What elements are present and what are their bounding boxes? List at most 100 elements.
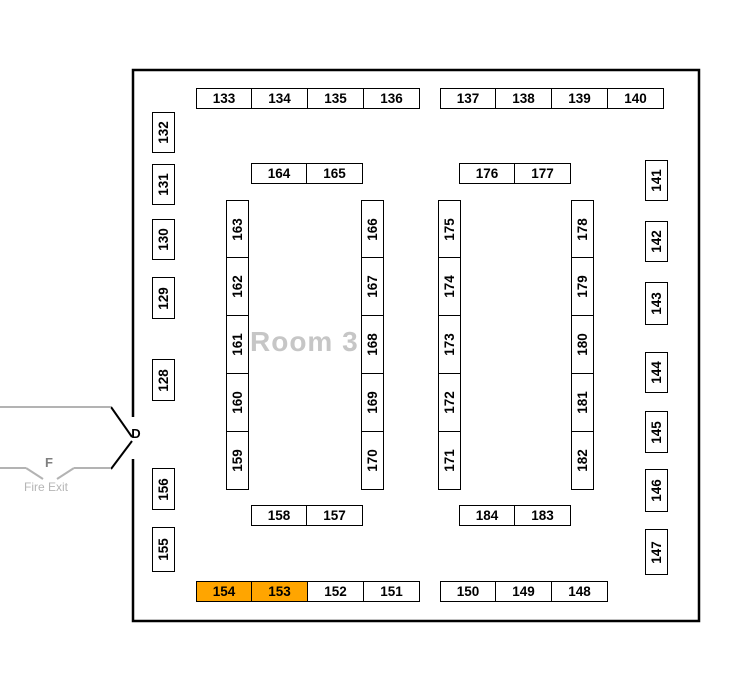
booth-label: 170 — [365, 449, 380, 472]
booth-173[interactable]: 173 — [438, 316, 461, 374]
booth-172[interactable]: 172 — [438, 374, 461, 432]
booth-140[interactable]: 140 — [608, 88, 664, 109]
booth-label: 131 — [156, 173, 171, 196]
booth-177[interactable]: 177 — [515, 163, 571, 184]
booth-135[interactable]: 135 — [308, 88, 364, 109]
booth-149[interactable]: 149 — [496, 581, 552, 602]
booth-label: 129 — [156, 286, 171, 310]
booth-161[interactable]: 161 — [226, 316, 249, 374]
booth-163[interactable]: 163 — [226, 200, 249, 258]
booth-141[interactable]: 141 — [645, 160, 668, 201]
booth-182[interactable]: 182 — [571, 432, 594, 490]
booth-label: 143 — [649, 292, 664, 315]
booth-label: 180 — [575, 333, 590, 356]
booth-label: 132 — [156, 121, 171, 144]
booth-165[interactable]: 165 — [307, 163, 363, 184]
booth-label: 178 — [575, 217, 590, 241]
booth-133[interactable]: 133 — [196, 88, 252, 109]
booth-159[interactable]: 159 — [226, 432, 249, 490]
booth-179[interactable]: 179 — [571, 258, 594, 316]
booth-147[interactable]: 147 — [645, 529, 668, 575]
booth-155[interactable]: 155 — [152, 527, 175, 572]
booth-164[interactable]: 164 — [251, 163, 307, 184]
booth-label: 160 — [230, 391, 245, 414]
booth-row-island-a-top: 164 165 — [251, 163, 363, 184]
booth-column-island-a-left: 163 162 161 160 159 — [226, 200, 249, 490]
booth-157[interactable]: 157 — [307, 505, 363, 526]
booth-160[interactable]: 160 — [226, 374, 249, 432]
booth-label: 159 — [230, 449, 245, 472]
booth-146[interactable]: 146 — [645, 469, 668, 512]
booth-152[interactable]: 152 — [308, 581, 364, 602]
booth-label: 161 — [230, 333, 245, 356]
booth-156[interactable]: 156 — [152, 468, 175, 510]
fire-exit-jamb-left — [25, 467, 44, 480]
booth-142[interactable]: 142 — [645, 221, 668, 262]
booth-154-highlighted[interactable]: 154 — [196, 581, 252, 602]
booth-137[interactable]: 137 — [440, 88, 496, 109]
booth-label: 175 — [442, 217, 457, 241]
booth-162[interactable]: 162 — [226, 258, 249, 316]
booth-label: 156 — [156, 477, 171, 501]
booth-171[interactable]: 171 — [438, 432, 461, 490]
booth-167[interactable]: 167 — [361, 258, 384, 316]
booth-label: 166 — [365, 217, 380, 241]
booth-label: 130 — [156, 228, 171, 251]
booth-174[interactable]: 174 — [438, 258, 461, 316]
booth-180[interactable]: 180 — [571, 316, 594, 374]
booth-158[interactable]: 158 — [251, 505, 307, 526]
booth-row-island-b-top: 176 177 — [459, 163, 571, 184]
booth-143[interactable]: 143 — [645, 282, 668, 325]
booth-145[interactable]: 145 — [645, 411, 668, 453]
door-jamb-bottom — [110, 440, 133, 470]
booth-label: 167 — [365, 275, 380, 298]
booth-144[interactable]: 144 — [645, 352, 668, 393]
booth-label: 163 — [230, 217, 245, 241]
booth-label: 145 — [649, 420, 664, 444]
booth-178[interactable]: 178 — [571, 200, 594, 258]
booth-176[interactable]: 176 — [459, 163, 515, 184]
booth-label: 141 — [649, 169, 664, 192]
booth-184[interactable]: 184 — [459, 505, 515, 526]
booth-label: 173 — [442, 333, 457, 356]
booth-label: 146 — [649, 479, 664, 502]
booth-row-island-b-bottom: 184 183 — [459, 505, 571, 526]
booth-label: 168 — [365, 333, 380, 356]
booth-label: 174 — [442, 275, 457, 298]
booth-183[interactable]: 183 — [515, 505, 571, 526]
booth-129[interactable]: 129 — [152, 277, 175, 319]
fire-exit-text: Fire Exit — [24, 480, 69, 494]
booth-136[interactable]: 136 — [364, 88, 420, 109]
booth-169[interactable]: 169 — [361, 374, 384, 432]
booth-168[interactable]: 168 — [361, 316, 384, 374]
booth-150[interactable]: 150 — [440, 581, 496, 602]
fire-exit-jamb-right — [56, 467, 75, 480]
booth-148[interactable]: 148 — [552, 581, 608, 602]
booth-170[interactable]: 170 — [361, 432, 384, 490]
booth-139[interactable]: 139 — [552, 88, 608, 109]
booth-row-bottom-left: 154 153 152 151 — [196, 581, 420, 602]
booth-row-island-a-bottom: 158 157 — [251, 505, 363, 526]
booth-130[interactable]: 130 — [152, 219, 175, 260]
booth-label: 142 — [649, 230, 664, 253]
booth-label: 171 — [442, 449, 457, 472]
fire-exit-f-label: F — [45, 455, 53, 470]
booth-131[interactable]: 131 — [152, 164, 175, 205]
booth-128[interactable]: 128 — [152, 359, 175, 401]
booth-label: 144 — [649, 361, 664, 384]
booth-column-island-b-right: 178 179 180 181 182 — [571, 200, 594, 490]
booth-row-top-left: 133 134 135 136 — [196, 88, 420, 109]
booth-label: 179 — [575, 275, 590, 298]
booth-175[interactable]: 175 — [438, 200, 461, 258]
booth-153-highlighted[interactable]: 153 — [252, 581, 308, 602]
booth-label: 147 — [649, 540, 664, 564]
booth-166[interactable]: 166 — [361, 200, 384, 258]
booth-label: 169 — [365, 391, 380, 414]
booth-151[interactable]: 151 — [364, 581, 420, 602]
booth-label: 128 — [156, 368, 171, 392]
booth-132[interactable]: 132 — [152, 112, 175, 153]
booth-134[interactable]: 134 — [252, 88, 308, 109]
booth-181[interactable]: 181 — [571, 374, 594, 432]
booth-138[interactable]: 138 — [496, 88, 552, 109]
